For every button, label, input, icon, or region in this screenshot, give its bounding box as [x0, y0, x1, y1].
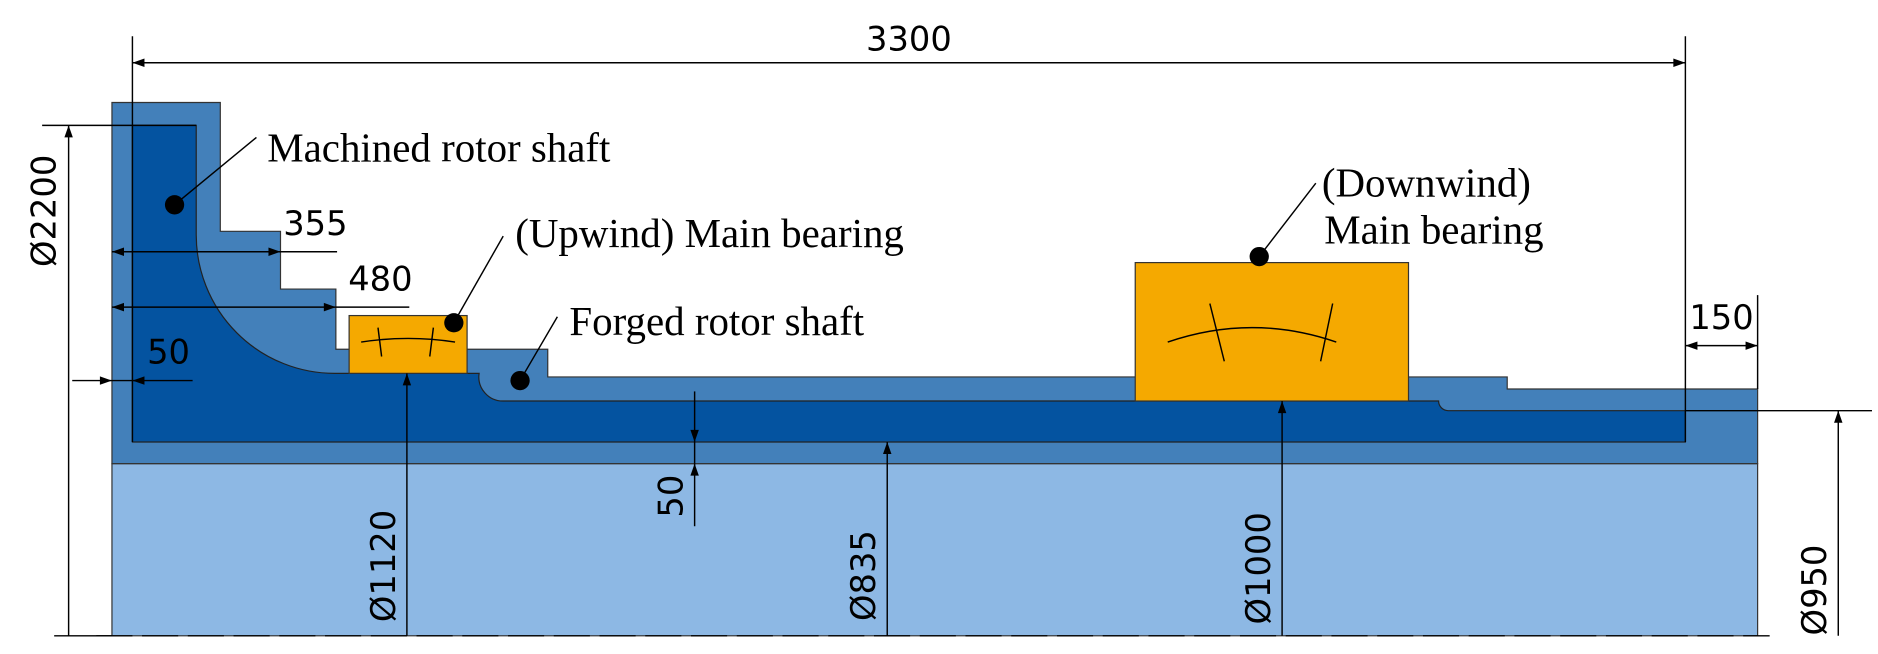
dim-end-diameter: Ø950	[1685, 409, 1872, 636]
dim-step-480: 480	[111, 259, 413, 312]
upwind-bearing-label: (Upwind) Main bearing	[515, 211, 904, 256]
machined-shaft-label: Machined rotor shaft	[267, 125, 611, 170]
dim-wall-mid: 50	[652, 391, 699, 527]
dim-end-length-text: 150	[1689, 298, 1753, 337]
dim-downwind-bearing-diameter: Ø1000	[1239, 401, 1287, 636]
dim-wall-mid-text: 50	[652, 475, 691, 518]
dim-step-355-text: 355	[283, 204, 347, 243]
callout-forged-shaft: Forged rotor shaft	[510, 299, 865, 391]
dim-wall-left-text: 50	[147, 333, 190, 372]
callout-machined-shaft: Machined rotor shaft	[164, 125, 611, 215]
callout-downwind-bearing: (Downwind) Main bearing	[1249, 160, 1544, 267]
dim-upwind-bearing-diameter: Ø1120	[364, 373, 412, 636]
callout-upwind-bearing: (Upwind) Main bearing	[444, 211, 904, 333]
dim-total-length-text: 3300	[866, 20, 952, 59]
downwind-bearing-label-line1: (Downwind)	[1322, 160, 1531, 205]
dim-end-length: 150	[1685, 295, 1759, 389]
downwind-bearing-label-line2: Main bearing	[1324, 207, 1543, 252]
dim-bore-diameter-text: Ø835	[844, 530, 883, 621]
machined-rotor-shaft	[131, 124, 1686, 443]
dim-flange-diameter: Ø2200	[24, 124, 197, 637]
forged-shaft-label: Forged rotor shaft	[569, 299, 864, 344]
dim-end-diameter-text: Ø950	[1795, 545, 1834, 636]
dim-flange-diameter-text: Ø2200	[24, 155, 63, 267]
downwind-main-bearing	[1134, 261, 1410, 402]
dim-total-length: 3300	[131, 20, 1687, 442]
dim-downwind-bearing-diameter-text: Ø1000	[1239, 512, 1278, 624]
dim-bore-diameter: Ø835	[844, 441, 892, 636]
bore-region	[111, 463, 1759, 637]
dim-upwind-bearing-diameter-text: Ø1120	[364, 510, 403, 622]
dim-step-355: 355	[111, 204, 348, 256]
dim-step-480-text: 480	[348, 259, 412, 298]
dim-wall-left: 50	[72, 333, 193, 385]
